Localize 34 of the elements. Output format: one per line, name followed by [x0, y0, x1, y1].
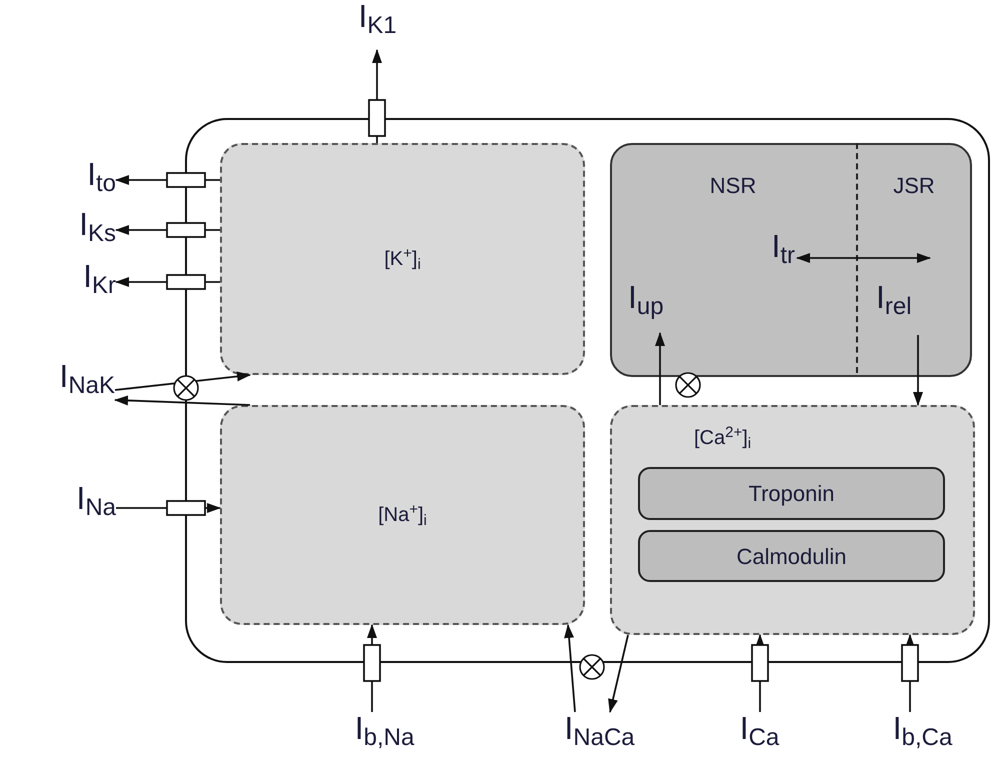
arrow	[913, 335, 923, 406]
arrow	[796, 253, 931, 263]
current-label: I$_{up}$	[628, 281, 698, 331]
compartment-box	[220, 405, 585, 625]
arrow	[564, 624, 576, 712]
current-label: I$_{b,Ca}$	[860, 712, 985, 764]
current-label: I$_{Ca}$	[712, 712, 807, 764]
protein-box	[638, 530, 945, 582]
concentration-label: [Ca$^{2+}$]$_{i}$	[694, 427, 752, 449]
current-label: I$_{Kr}$	[38, 260, 116, 304]
cell-membrane	[185, 118, 990, 663]
arrow	[608, 634, 629, 713]
arrow	[655, 332, 665, 405]
current-label: I$_{Na}$	[38, 482, 116, 528]
current-label: I$_{b,Na}$	[322, 712, 447, 764]
compartment-label: JSR	[893, 172, 935, 200]
current-label: I$_{Ks}$	[38, 208, 116, 252]
current-label: I$_{rel}$	[876, 281, 958, 333]
concentration-label: [K$^{+}$]$_{i}$	[384, 244, 421, 274]
protein-label: Calmodulin	[736, 542, 847, 570]
arrow	[114, 371, 251, 391]
sr-box	[610, 143, 972, 377]
current-label: I$_{tr}$	[743, 230, 795, 280]
arrow	[114, 395, 250, 406]
concentration-label: [Na$^{+}$]$_{i}$	[378, 500, 427, 530]
protein-label: Troponin	[748, 480, 834, 508]
protein-box	[638, 467, 945, 520]
current-label: I$_{K1}$	[335, 0, 420, 50]
current-label: I$_{to}$	[38, 158, 116, 202]
compartment-box	[220, 143, 585, 375]
compartment-label: NSR	[710, 172, 756, 200]
current-label: I$_{NaCa}$	[522, 712, 677, 767]
compartment-box	[610, 405, 975, 635]
current-label: I$_{NaK}$	[5, 360, 115, 410]
